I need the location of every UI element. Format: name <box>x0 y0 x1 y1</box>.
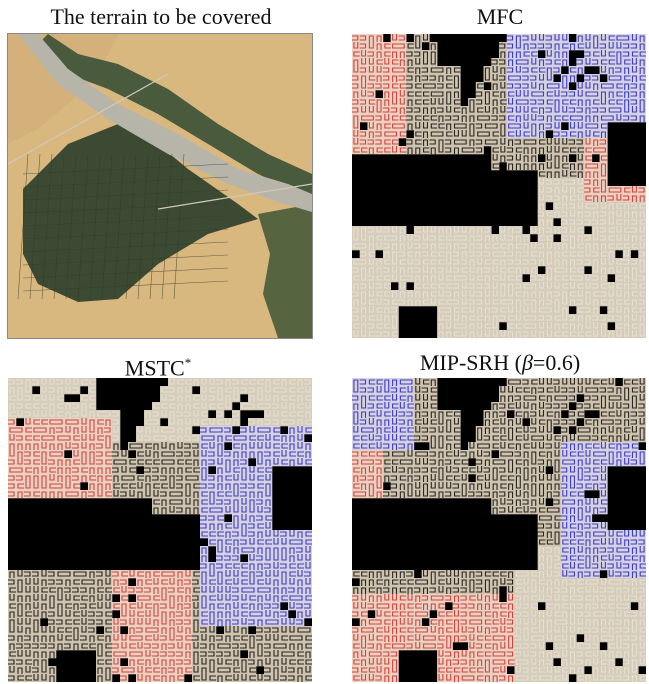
road <box>8 73 169 165</box>
road <box>157 183 312 210</box>
vegetation-area-right <box>258 204 312 338</box>
coverage-paths <box>352 34 646 338</box>
mstc-coverage-map <box>8 378 312 682</box>
mip-title: MIP-SRH (β=0.6) <box>350 350 649 376</box>
coverage-paths <box>352 378 646 682</box>
mip-title-beta: β <box>521 350 533 375</box>
vegetation-area <box>23 124 258 302</box>
riverbed <box>18 34 312 212</box>
coverage-paths <box>8 378 312 682</box>
mstc-title-sup: * <box>184 355 192 370</box>
free-cells <box>352 378 646 682</box>
mstc-title: MSTC* <box>8 350 308 381</box>
terrain-title: The terrain to be covered <box>50 4 272 29</box>
vegetation-strip <box>38 34 312 199</box>
mip-coverage-map <box>352 378 646 682</box>
field-grid <box>17 153 229 300</box>
mfc-title: MFC <box>476 4 524 29</box>
mip-title-main: MIP-SRH ( <box>419 350 522 375</box>
free-cells <box>352 34 646 338</box>
terrain-satellite-image <box>8 34 312 338</box>
mfc-coverage-map <box>352 34 646 338</box>
mstc-title-main: MSTC <box>124 355 185 381</box>
free-cells <box>8 378 312 682</box>
mip-title-tail: =0.6) <box>532 350 581 375</box>
